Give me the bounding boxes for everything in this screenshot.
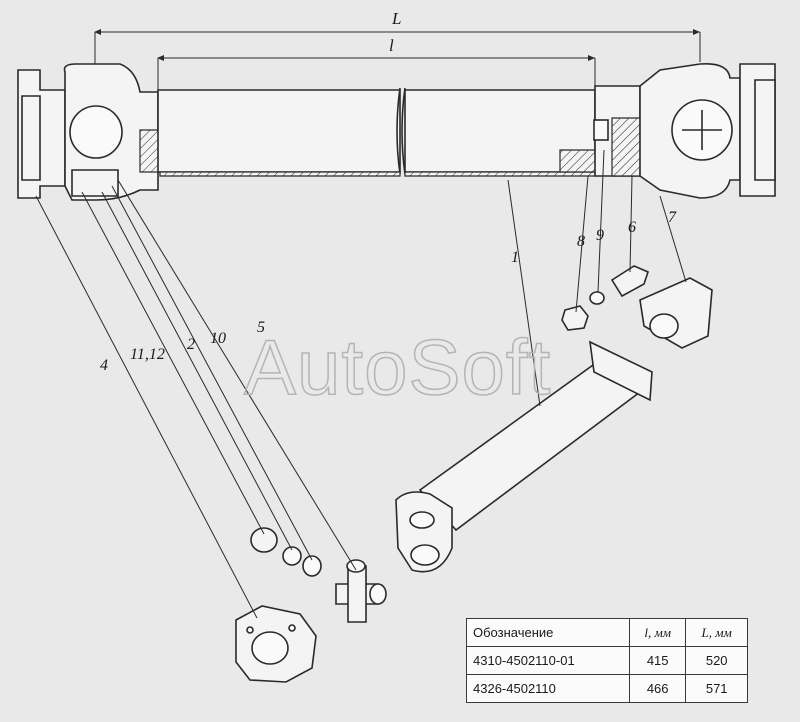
L-value-cell: 571 [685,674,748,703]
part-7-bracket [639,277,713,349]
designation-cell: 4326-4502110 [466,674,630,703]
callout-7: 7 [668,209,677,226]
table-row: 4310-4502110-01 415 520 [466,646,748,675]
callout-9: 9 [596,227,604,244]
callout-6: 6 [628,219,636,236]
header-L: L, мм [685,618,748,647]
callout-2: 2 [187,336,195,353]
part-4-flange-yoke [235,605,317,683]
callout-1: 1 [511,249,519,266]
part-9-washer [589,291,605,305]
header-l: l, мм [628,618,687,647]
callout-4: 4 [100,357,108,374]
overall-length-label: L [391,9,401,28]
exploded-parts [235,265,713,683]
table-row: 4326-4502110 466 571 [466,674,748,703]
part-10-ring [302,555,322,577]
assembled-shaft [17,62,776,201]
l-value-cell: 466 [628,674,687,703]
L-value-cell: 520 [685,646,748,675]
part-5-spider-cross [335,559,387,623]
header-designation: Обозначение [466,618,630,647]
table-header-row: Обозначение l, мм L, мм [466,618,748,647]
callouts: 1 2 4 5 6 7 8 9 10 11,12 [100,209,677,374]
callout-11-12: 11,12 [130,346,165,363]
callout-5: 5 [257,319,265,336]
specification-table: Обозначение l, мм L, мм 4310-4502110-01 … [466,618,748,703]
part-8-nut [561,305,589,331]
callout-8: 8 [577,233,585,250]
part-2-washer [282,546,302,566]
inner-length-label: l [389,36,394,55]
designation-cell: 4310-4502110-01 [466,646,630,675]
part-11-12-bearing [250,527,278,553]
watermark-text: AutoSoft [244,323,551,411]
l-value-cell: 415 [628,646,687,675]
dimension-lines: L l [94,9,701,92]
callout-10: 10 [210,330,226,347]
leader-lines [35,149,687,619]
